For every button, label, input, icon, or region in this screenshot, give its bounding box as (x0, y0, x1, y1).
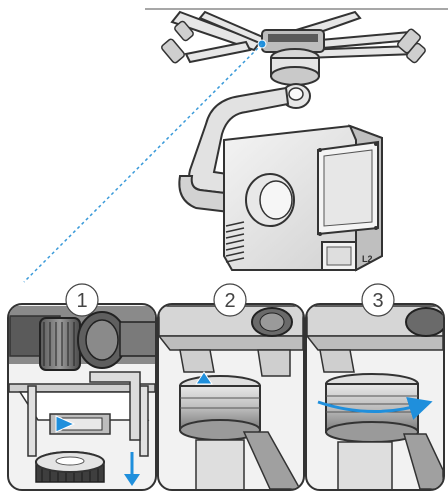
direction-up-arrow-icon (195, 371, 213, 385)
rotor-tips (161, 20, 426, 64)
gimbal-mount-top (261, 29, 325, 86)
step-1-panel: 1 (7, 283, 157, 491)
step-3-panel: 3 (305, 283, 445, 491)
step-1-number: 1 (76, 290, 87, 312)
camera-body: L2 (223, 124, 383, 272)
rotation-arrow-icon (317, 396, 433, 420)
drone-gimbal-overview: L2 (23, 8, 448, 283)
step-3-number-circle (361, 283, 395, 317)
callout-dashed-line (23, 43, 263, 283)
direction-right-arrow-icon (55, 415, 76, 433)
yaw-motor (281, 83, 311, 109)
step-3-number: 3 (372, 290, 383, 312)
step-2-number-circle (213, 283, 247, 317)
heat-sink-fins (225, 221, 245, 263)
step-2-number: 2 (224, 290, 235, 312)
svg-text:L2: L2 (362, 254, 373, 264)
step-2-panel: 2 (157, 283, 305, 491)
step-1-number-circle (65, 283, 99, 317)
direction-down-arrow-icon (124, 474, 140, 486)
pitch-motor (245, 173, 295, 227)
